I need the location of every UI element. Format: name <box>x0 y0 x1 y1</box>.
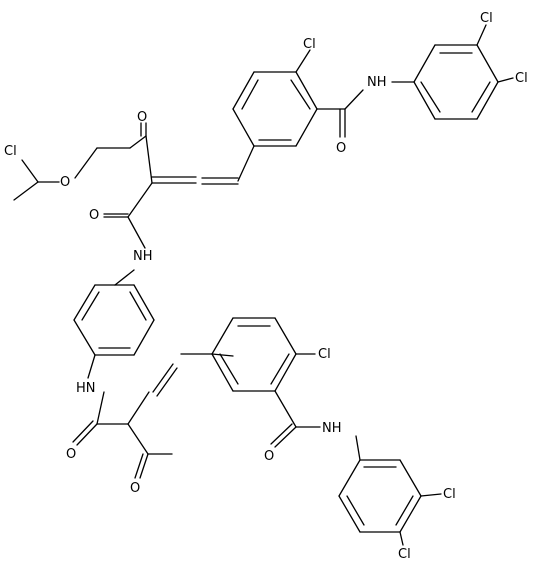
phenylene-ring-center <box>73 269 155 379</box>
ring-chloro-top <box>295 49 311 73</box>
o-ether-label: O <box>60 175 70 190</box>
azo-group-top <box>151 145 255 185</box>
benzamide-lower <box>270 390 361 461</box>
amide-top <box>103 182 153 249</box>
o-ketone-lower-label: O <box>130 481 140 496</box>
o-benzamide-lower-label: O <box>264 449 274 464</box>
azo-group-lower <box>127 353 234 425</box>
o-amide-top-label: O <box>89 208 99 223</box>
ketone-top <box>129 122 153 184</box>
dichlorophenyl-ring-top <box>413 24 514 120</box>
o-benzamide-top-label: O <box>336 141 346 156</box>
cl-ring-mid-label: Cl <box>318 347 331 362</box>
cl-aryl-top-3-label: Cl <box>480 11 493 26</box>
nh-benzamide-top-label: NH <box>367 75 387 90</box>
cl-aryl-bottom-4-label: Cl <box>398 547 411 562</box>
cl-ring-top-label: Cl <box>303 37 316 52</box>
benzamide-top <box>316 81 415 138</box>
nh-amide-upper-label: NH <box>133 249 153 264</box>
o-amide-lower-label: O <box>66 447 76 462</box>
cl-aryl-top-4-label: Cl <box>515 71 528 86</box>
chloroethoxy-group <box>13 147 131 201</box>
cl-aryl-bottom-3-label: Cl <box>443 487 456 502</box>
nh-benzamide-lower-label: NH <box>322 421 342 436</box>
benzene-ring-top <box>232 71 318 147</box>
cl-chloroethyl-label: Cl <box>4 144 17 159</box>
amide-lower <box>72 391 129 446</box>
o-ketone-top-label: O <box>137 110 147 125</box>
acetoacetyl-lower <box>127 423 173 479</box>
benzene-ring-lower <box>211 317 297 392</box>
dichlorophenyl-ring-bottom <box>338 459 442 546</box>
nh-amide-lower-label: HN <box>76 381 96 396</box>
